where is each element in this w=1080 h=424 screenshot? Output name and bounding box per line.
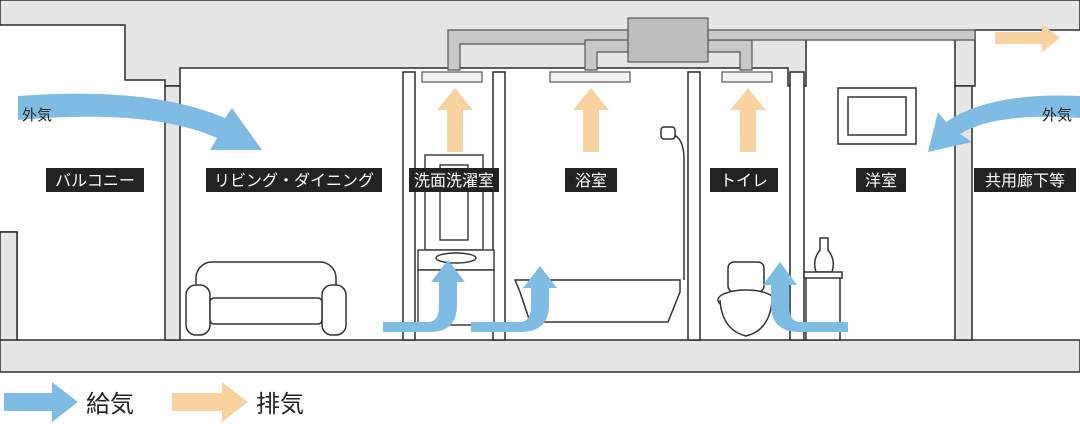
transfer-arrow-wash [383,260,465,332]
outside-air-label-right: 外気 [1042,106,1072,124]
wall-balcony-living [164,85,181,341]
walls [164,71,973,341]
exhaust-arrow-bath [573,88,609,152]
exhaust-arrow-toilet [730,88,766,152]
legend-supply-arrow [4,382,78,422]
ventilation-fan-unit [627,17,709,63]
bathtub [513,126,685,323]
label-living: リビング・ダイニング [214,171,374,190]
sofa [185,261,347,336]
wall-bath-toilet [687,71,701,341]
outside-air-label-left: 外気 [22,106,52,124]
legend-exhaust-arrow [172,382,248,422]
vase [813,237,835,273]
label-toilet: トイレ [720,171,768,190]
exhaust-arrows [437,24,1060,152]
toilet-fixture [717,261,775,337]
room-labels: バルコニー リビング・ダイニング 洗面洗濯室 浴室 トイレ 洋室 共用廊下等 [46,168,1076,192]
exhaust-arrow-outside [995,24,1060,52]
bedroom-furniture [803,87,917,341]
label-corridor: 共用廊下等 [985,171,1065,190]
vent-grille-wash [421,71,483,83]
transfer-arrow-bath [471,266,557,332]
wall-bedroom-corridor [954,85,973,341]
legend-exhaust-label: 排気 [256,390,304,418]
legend: 給気 排気 [4,382,304,422]
wall-toilet-bedroom [789,71,805,341]
transfer-arrow-toilet [763,262,848,332]
label-balcony: バルコニー [55,171,135,190]
vent-grille-toilet [721,71,773,83]
vent-grille-bath [549,71,631,83]
supply-arrow-right [928,95,1080,152]
label-bath: 浴室 [575,171,607,190]
label-bedroom: 洋室 [865,171,897,190]
wall-living-wash [402,71,416,341]
legend-supply-label: 給気 [86,390,134,418]
exhaust-arrow-wash [437,88,473,152]
supply-arrow-left [18,93,262,150]
duct-system [421,17,976,83]
balcony-parapet [0,231,18,341]
duct-exhaust-out [707,29,976,41]
wall-wash-bath [492,71,506,341]
label-washroom: 洗面洗濯室 [414,171,494,190]
supply-arrows [18,93,1080,332]
